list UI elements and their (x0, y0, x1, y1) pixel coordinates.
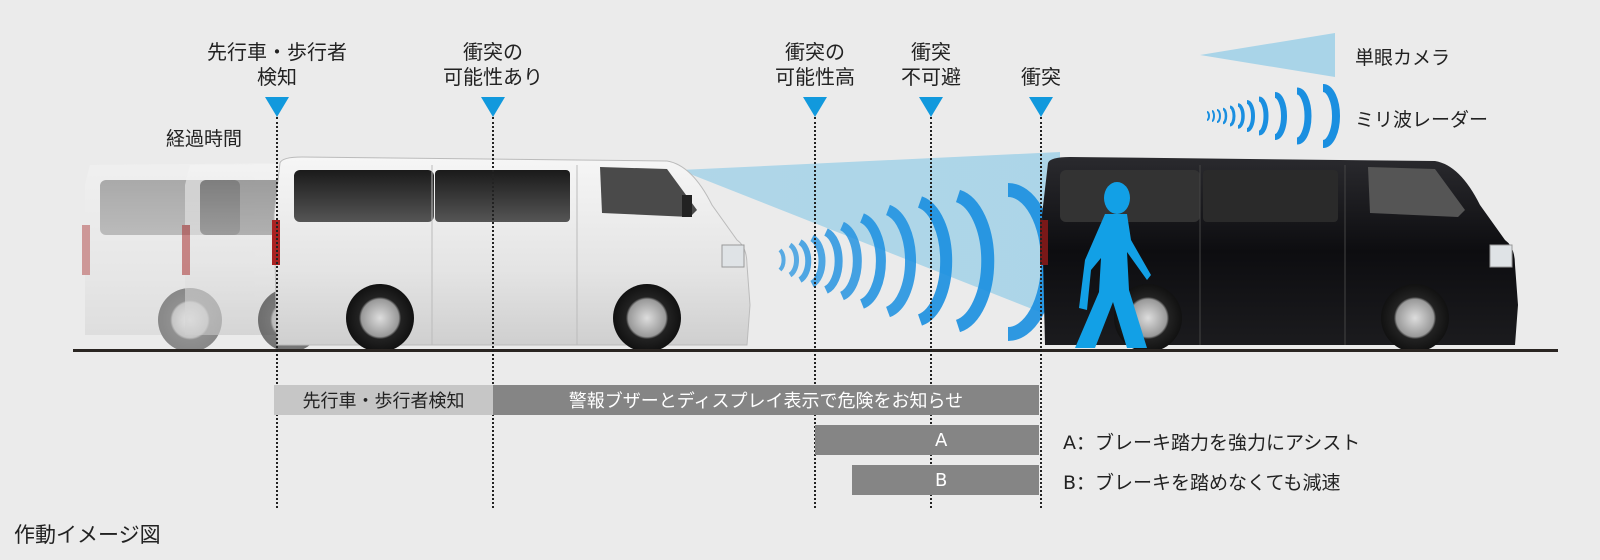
stage-marker-unavoidable-icon (919, 97, 943, 117)
subject-van-white (272, 156, 751, 352)
bar-auto-brake-b: B (852, 465, 1039, 495)
bar-a-label: A (935, 429, 948, 451)
stage-label-detect: 先行車・歩行者 検知 (207, 40, 347, 89)
pedestrian-icon (1075, 182, 1151, 348)
timeline-dotted-line-high (814, 117, 816, 508)
bar-warning-label: 警報ブザーとディスプレイ表示で危険をお知らせ (568, 391, 964, 412)
stage-label-collision: 衝突 (1021, 65, 1061, 89)
stage-marker-detect-icon (265, 97, 289, 117)
bar-brake-assist-a: A (815, 425, 1039, 455)
bar-warning: 警報ブザーとディスプレイ表示で危険をお知らせ (493, 385, 1039, 415)
camera-cone-icon (1200, 33, 1335, 77)
stage-label-unavoidable: 衝突 不可避 (901, 40, 961, 89)
radar-waves-icon (1206, 84, 1340, 148)
diagram-title: 作動イメージ図 (14, 523, 161, 547)
description-a: A：ブレーキ踏力を強力にアシスト (1063, 432, 1361, 454)
elapsed-time-label: 経過時間 (166, 128, 243, 150)
stage-label-possible: 衝突の 可能性あり (443, 40, 543, 89)
bar-detection: 先行車・歩行者検知 (274, 385, 493, 415)
timeline-dotted-line-unavoidable (930, 117, 932, 508)
stage-marker-high-icon (803, 97, 827, 117)
legend-label-camera: 単眼カメラ (1355, 47, 1451, 69)
timeline-dotted-line-collision (1040, 117, 1042, 508)
stage-marker-collision-icon (1029, 97, 1053, 117)
timeline-dotted-line-detect (276, 117, 278, 508)
bar-detection-label: 先行車・歩行者検知 (302, 391, 465, 412)
legend-label-radar: ミリ波レーダー (1355, 109, 1489, 131)
stage-label-high: 衝突の 可能性高 (775, 40, 855, 89)
bar-b-label: B (935, 469, 948, 491)
stage-marker-possible-icon (481, 97, 505, 117)
description-b: B：ブレーキを踏めなくても減速 (1063, 472, 1341, 494)
timeline-dotted-line-possible (492, 117, 494, 508)
